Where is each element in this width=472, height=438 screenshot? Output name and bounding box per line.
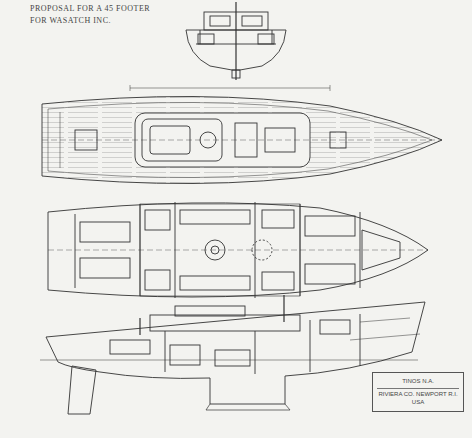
title-block-text: TINOS N.A. [377,376,459,388]
subtitle: FOR WASATCH INC. [30,16,111,25]
title-block-text: RIVIERA CO. NEWPORT R.I. USA [377,388,459,409]
profile-view [40,295,425,414]
accommodation-plan [48,202,428,298]
deck-plan [42,85,442,184]
title: PROPOSAL FOR A 45 FOOTER [30,4,150,13]
section-view [186,2,286,80]
title-block: TINOS N.A.RIVIERA CO. NEWPORT R.I. USA [372,372,464,412]
